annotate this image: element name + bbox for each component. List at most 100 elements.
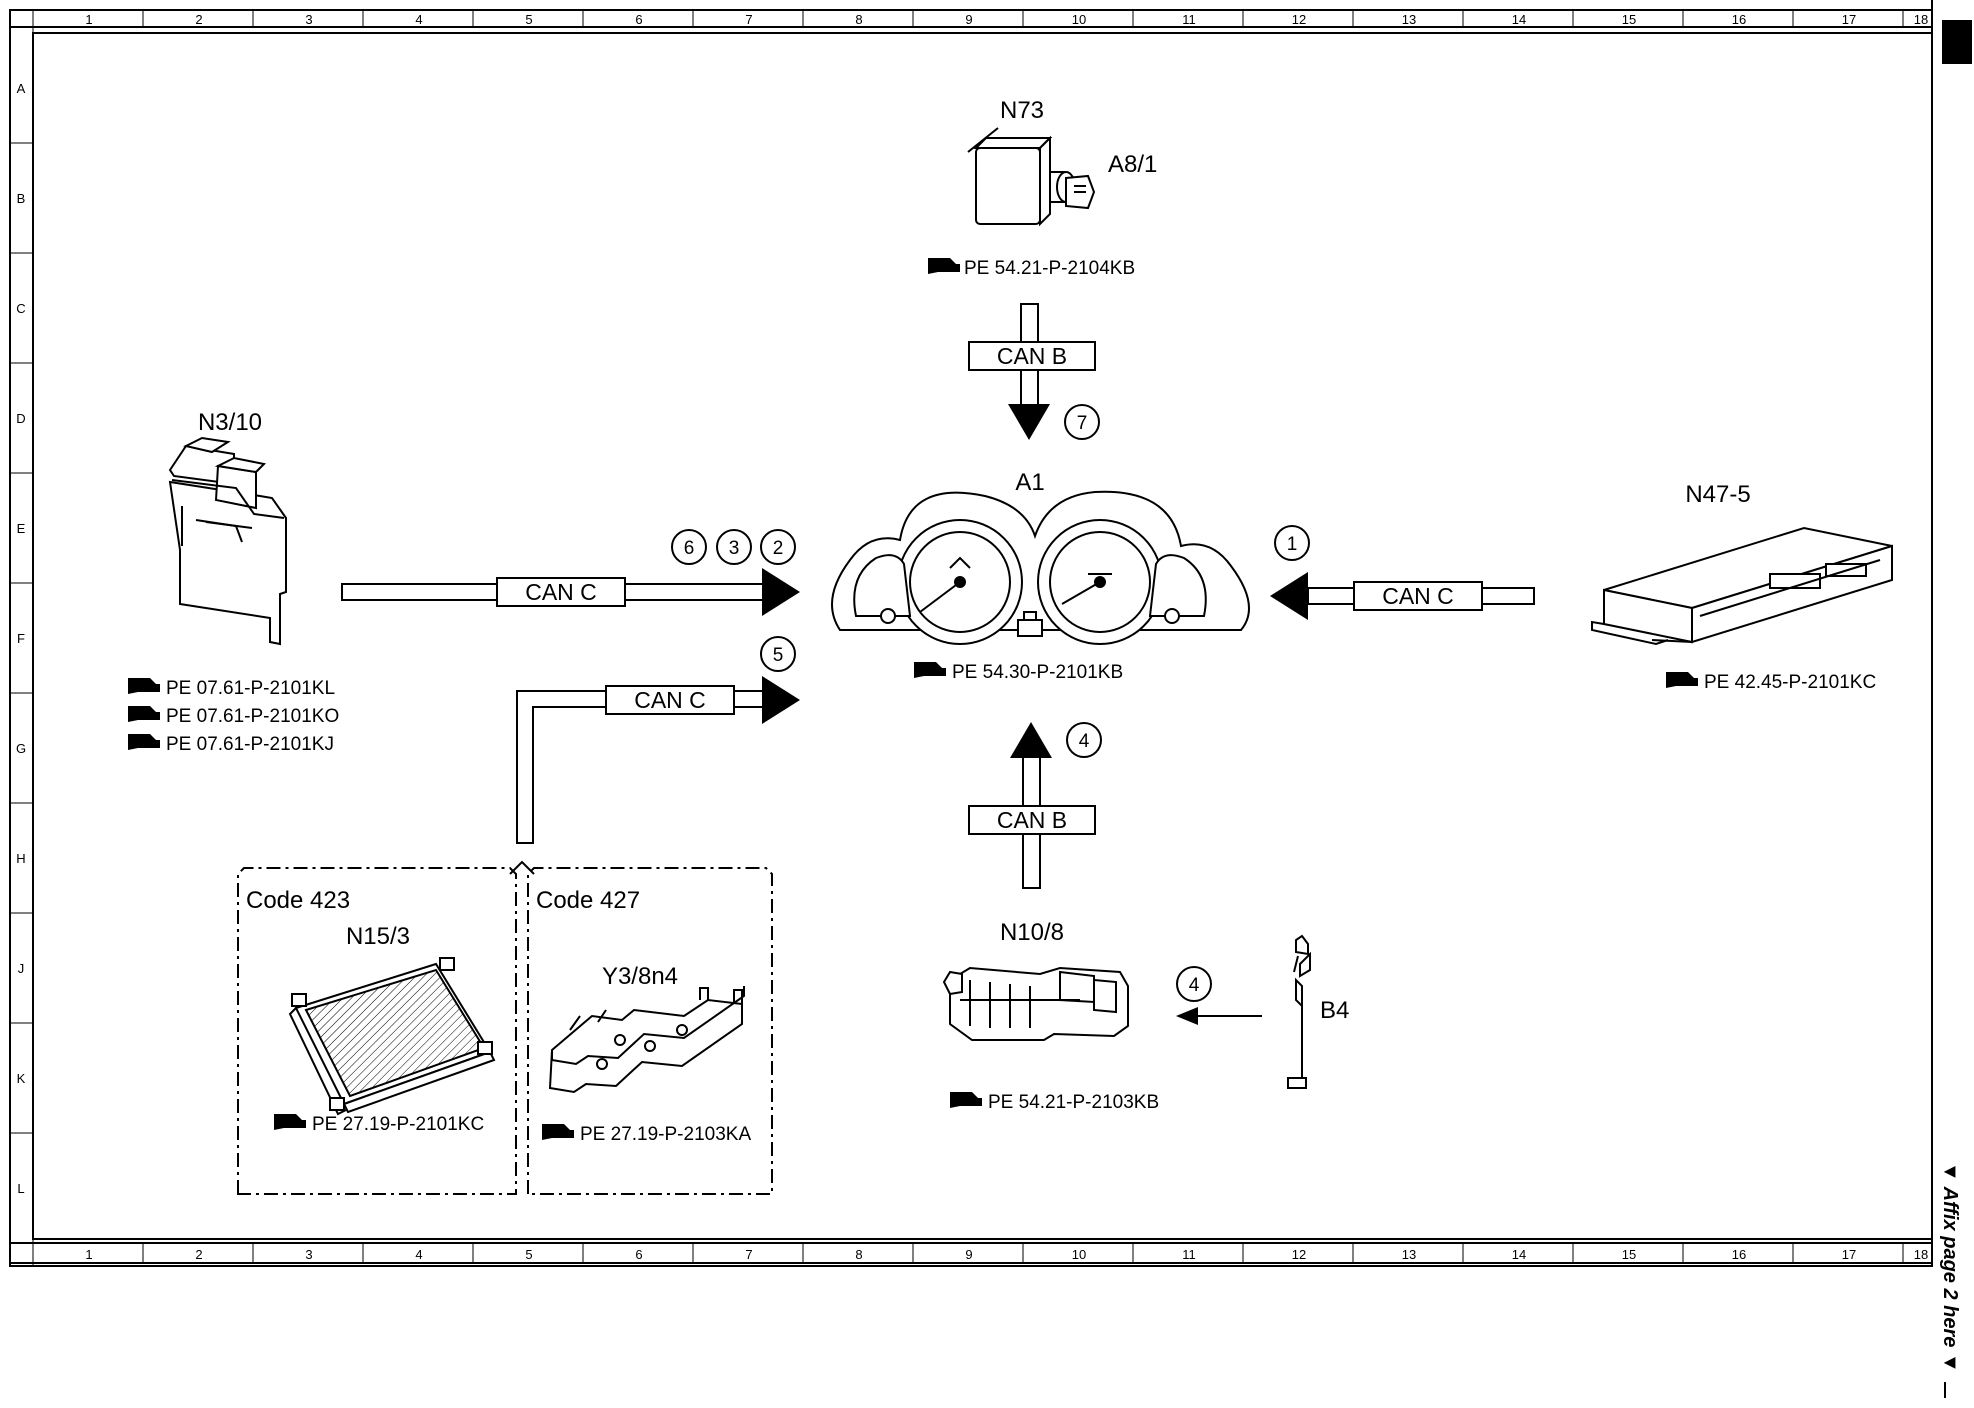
code-427-label: Code 427 xyxy=(536,887,640,914)
can-c-left-label: CAN C xyxy=(525,579,597,605)
column-labels-top: 1 2 3 4 5 6 7 8 9 10 11 12 13 14 15 16 1… xyxy=(85,12,1928,27)
col-label: 2 xyxy=(195,12,202,27)
reference-icon xyxy=(1666,672,1698,688)
row-label: K xyxy=(17,1071,26,1086)
reference-icon xyxy=(928,258,960,274)
col-label: 10 xyxy=(1072,1247,1086,1262)
signal-badge: 4 xyxy=(1176,966,1212,1002)
reference-icon xyxy=(128,734,160,750)
col-label: 14 xyxy=(1512,1247,1526,1262)
col-label: 1 xyxy=(85,12,92,27)
code-423-box xyxy=(237,867,517,1195)
row-label: D xyxy=(16,411,25,426)
col-label: 10 xyxy=(1072,12,1086,27)
can-b-bottom-box xyxy=(968,805,1096,835)
col-label: 3 xyxy=(305,1247,312,1262)
col-label: 16 xyxy=(1732,1247,1746,1262)
col-label: 11 xyxy=(1182,12,1196,27)
col-label: 14 xyxy=(1512,12,1526,27)
col-label: 16 xyxy=(1732,12,1746,27)
col-label: 6 xyxy=(635,1247,642,1262)
can-c-lower-label: CAN C xyxy=(634,687,706,713)
y3-8n4-label: Y3/8n4 xyxy=(602,963,678,990)
n10-8-reference: PE 54.21-P-2103KB xyxy=(988,1092,1159,1113)
col-label: 9 xyxy=(965,1247,972,1262)
reference-icon xyxy=(950,1092,982,1108)
col-label: 18 xyxy=(1914,12,1928,27)
y3-8n4-reference: PE 27.19-P-2103KA xyxy=(580,1124,751,1145)
row-label: J xyxy=(18,961,25,976)
reference-icon xyxy=(128,678,160,694)
reference-icon xyxy=(128,706,160,722)
signal-badge: 1 xyxy=(1274,525,1310,561)
column-labels-bottom: 1 2 3 4 5 6 7 8 9 10 11 12 13 14 15 16 1… xyxy=(85,1247,1928,1262)
signal-6-label: 6 xyxy=(684,538,695,559)
col-label: 5 xyxy=(525,12,532,27)
reference-icon xyxy=(914,662,946,678)
row-label: L xyxy=(17,1181,24,1196)
signal-7-label: 7 xyxy=(1077,413,1088,434)
signal-badge: 6 xyxy=(671,529,707,565)
a1-label: A1 xyxy=(1015,469,1044,496)
ignition-switch-icon xyxy=(967,127,1096,227)
signal-5-label: 5 xyxy=(773,645,784,666)
signal-2-label: 2 xyxy=(773,538,784,559)
col-label: 18 xyxy=(1914,1247,1928,1262)
signal-badge: 4 xyxy=(1066,722,1102,758)
n3-10-label: N3/10 xyxy=(198,409,262,436)
n73-reference: PE 54.21-P-2104KB xyxy=(964,258,1135,279)
n47-5-reference: PE 42.45-P-2101KC xyxy=(1704,672,1876,693)
col-label: 9 xyxy=(965,12,972,27)
can-c-left-box xyxy=(496,577,626,607)
col-label: 2 xyxy=(195,1247,202,1262)
col-label: 4 xyxy=(415,1247,422,1262)
row-label: C xyxy=(16,301,25,316)
col-label: 5 xyxy=(525,1247,532,1262)
transmission-control-unit-icon xyxy=(288,957,496,1116)
esp-control-unit-icon xyxy=(1591,526,1893,646)
n15-3-reference: PE 27.19-P-2101KC xyxy=(312,1114,484,1135)
reference-icon xyxy=(274,1114,306,1130)
row-label: F xyxy=(17,631,25,646)
b4-to-n10-8-arrow xyxy=(1176,1007,1262,1025)
col-label: 8 xyxy=(855,12,862,27)
can-b-bottom-label: CAN B xyxy=(997,807,1067,833)
col-label: 6 xyxy=(635,12,642,27)
can-c-lower-box xyxy=(605,685,735,715)
signal-1-label: 1 xyxy=(1287,534,1298,555)
col-label: 13 xyxy=(1402,1247,1416,1262)
col-label: 12 xyxy=(1292,1247,1306,1262)
can-c-right-box xyxy=(1353,581,1483,611)
engine-control-unit-icon xyxy=(168,436,287,646)
sam-control-unit-icon xyxy=(942,966,1129,1041)
signal-3-label: 3 xyxy=(729,538,740,559)
can-b-top-label: CAN B xyxy=(997,343,1067,369)
row-labels: A B C D E F G H J K L xyxy=(16,81,26,1196)
signal-4-lower-label: 4 xyxy=(1189,975,1200,996)
col-label: 15 xyxy=(1622,1247,1636,1262)
col-label: 3 xyxy=(305,12,312,27)
a8-1-label: A8/1 xyxy=(1108,151,1157,178)
col-label: 4 xyxy=(415,12,422,27)
col-label: 17 xyxy=(1842,1247,1856,1262)
code-427-box xyxy=(527,867,773,1195)
code-423-label: Code 423 xyxy=(246,887,350,914)
n10-8-label: N10/8 xyxy=(1000,919,1064,946)
page-marker xyxy=(1931,0,1972,64)
row-label: G xyxy=(16,741,26,756)
signal-badge: 7 xyxy=(1064,404,1100,440)
signal-badge: 3 xyxy=(716,529,752,565)
column-ticks xyxy=(10,10,1904,1263)
can-b-top-box xyxy=(968,341,1096,371)
can-c-lower-arrow xyxy=(516,676,800,844)
signal-badge: 2 xyxy=(760,529,796,565)
col-label: 12 xyxy=(1292,12,1306,27)
signal-badge: 5 xyxy=(760,636,796,672)
affix-page-note: ▼ Affix page 2 here ▼ xyxy=(1939,1162,1961,1373)
row-label: A xyxy=(17,81,26,96)
n47-5-label: N47-5 xyxy=(1685,481,1750,508)
col-label: 11 xyxy=(1182,1247,1196,1262)
n3-10-reference-c: PE 07.61-P-2101KJ xyxy=(166,734,334,755)
n3-10-reference-a: PE 07.61-P-2101KL xyxy=(166,678,335,699)
